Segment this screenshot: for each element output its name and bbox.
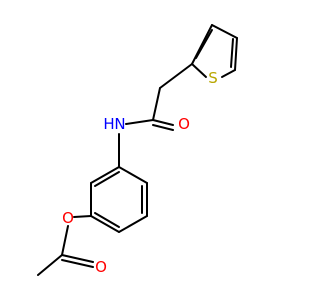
atom-sulfur: S: [208, 69, 218, 87]
benzene-bond: [90, 215, 120, 233]
benzene-bond: [118, 166, 148, 184]
aryl-oxygen-bond: [73, 215, 92, 218]
amide-bond: [125, 119, 154, 125]
thiophene-bond: [195, 29, 213, 59]
benzene-bond: [94, 212, 120, 228]
thiophene-bond: [234, 37, 238, 71]
ester-carbonyl-double-bond: [61, 259, 94, 268]
carbonyl-bond: [152, 87, 161, 121]
molecule-canvas: S O N H O O: [37, 24, 238, 276]
benzene-bond: [118, 215, 148, 233]
atom-hydrogen: H: [103, 115, 114, 133]
atom-nitrogen: N: [114, 115, 125, 133]
ester-carbonyl-double-bond: [61, 254, 94, 263]
thiophene-bond: [191, 63, 207, 78]
benzene-bond: [94, 171, 120, 187]
methyl-bond: [37, 254, 63, 276]
ch2-bond: [159, 63, 193, 89]
atom-ring-oxygen: O: [95, 258, 107, 276]
thiophene-bond: [211, 24, 238, 39]
molecule-structure: S O N H O O: [37, 24, 238, 276]
carbonyl-double-bond: [152, 119, 174, 126]
ester-bond: [61, 225, 69, 256]
carbonyl-double-bond: [152, 124, 174, 131]
benzene-bond: [90, 166, 120, 184]
thiophene-bond: [221, 69, 236, 78]
atom-ester-oxygen: O: [62, 209, 74, 227]
atom-amide-oxygen: O: [178, 115, 190, 133]
thiophene-bond: [191, 24, 213, 65]
thiophene-bond: [230, 38, 234, 68]
